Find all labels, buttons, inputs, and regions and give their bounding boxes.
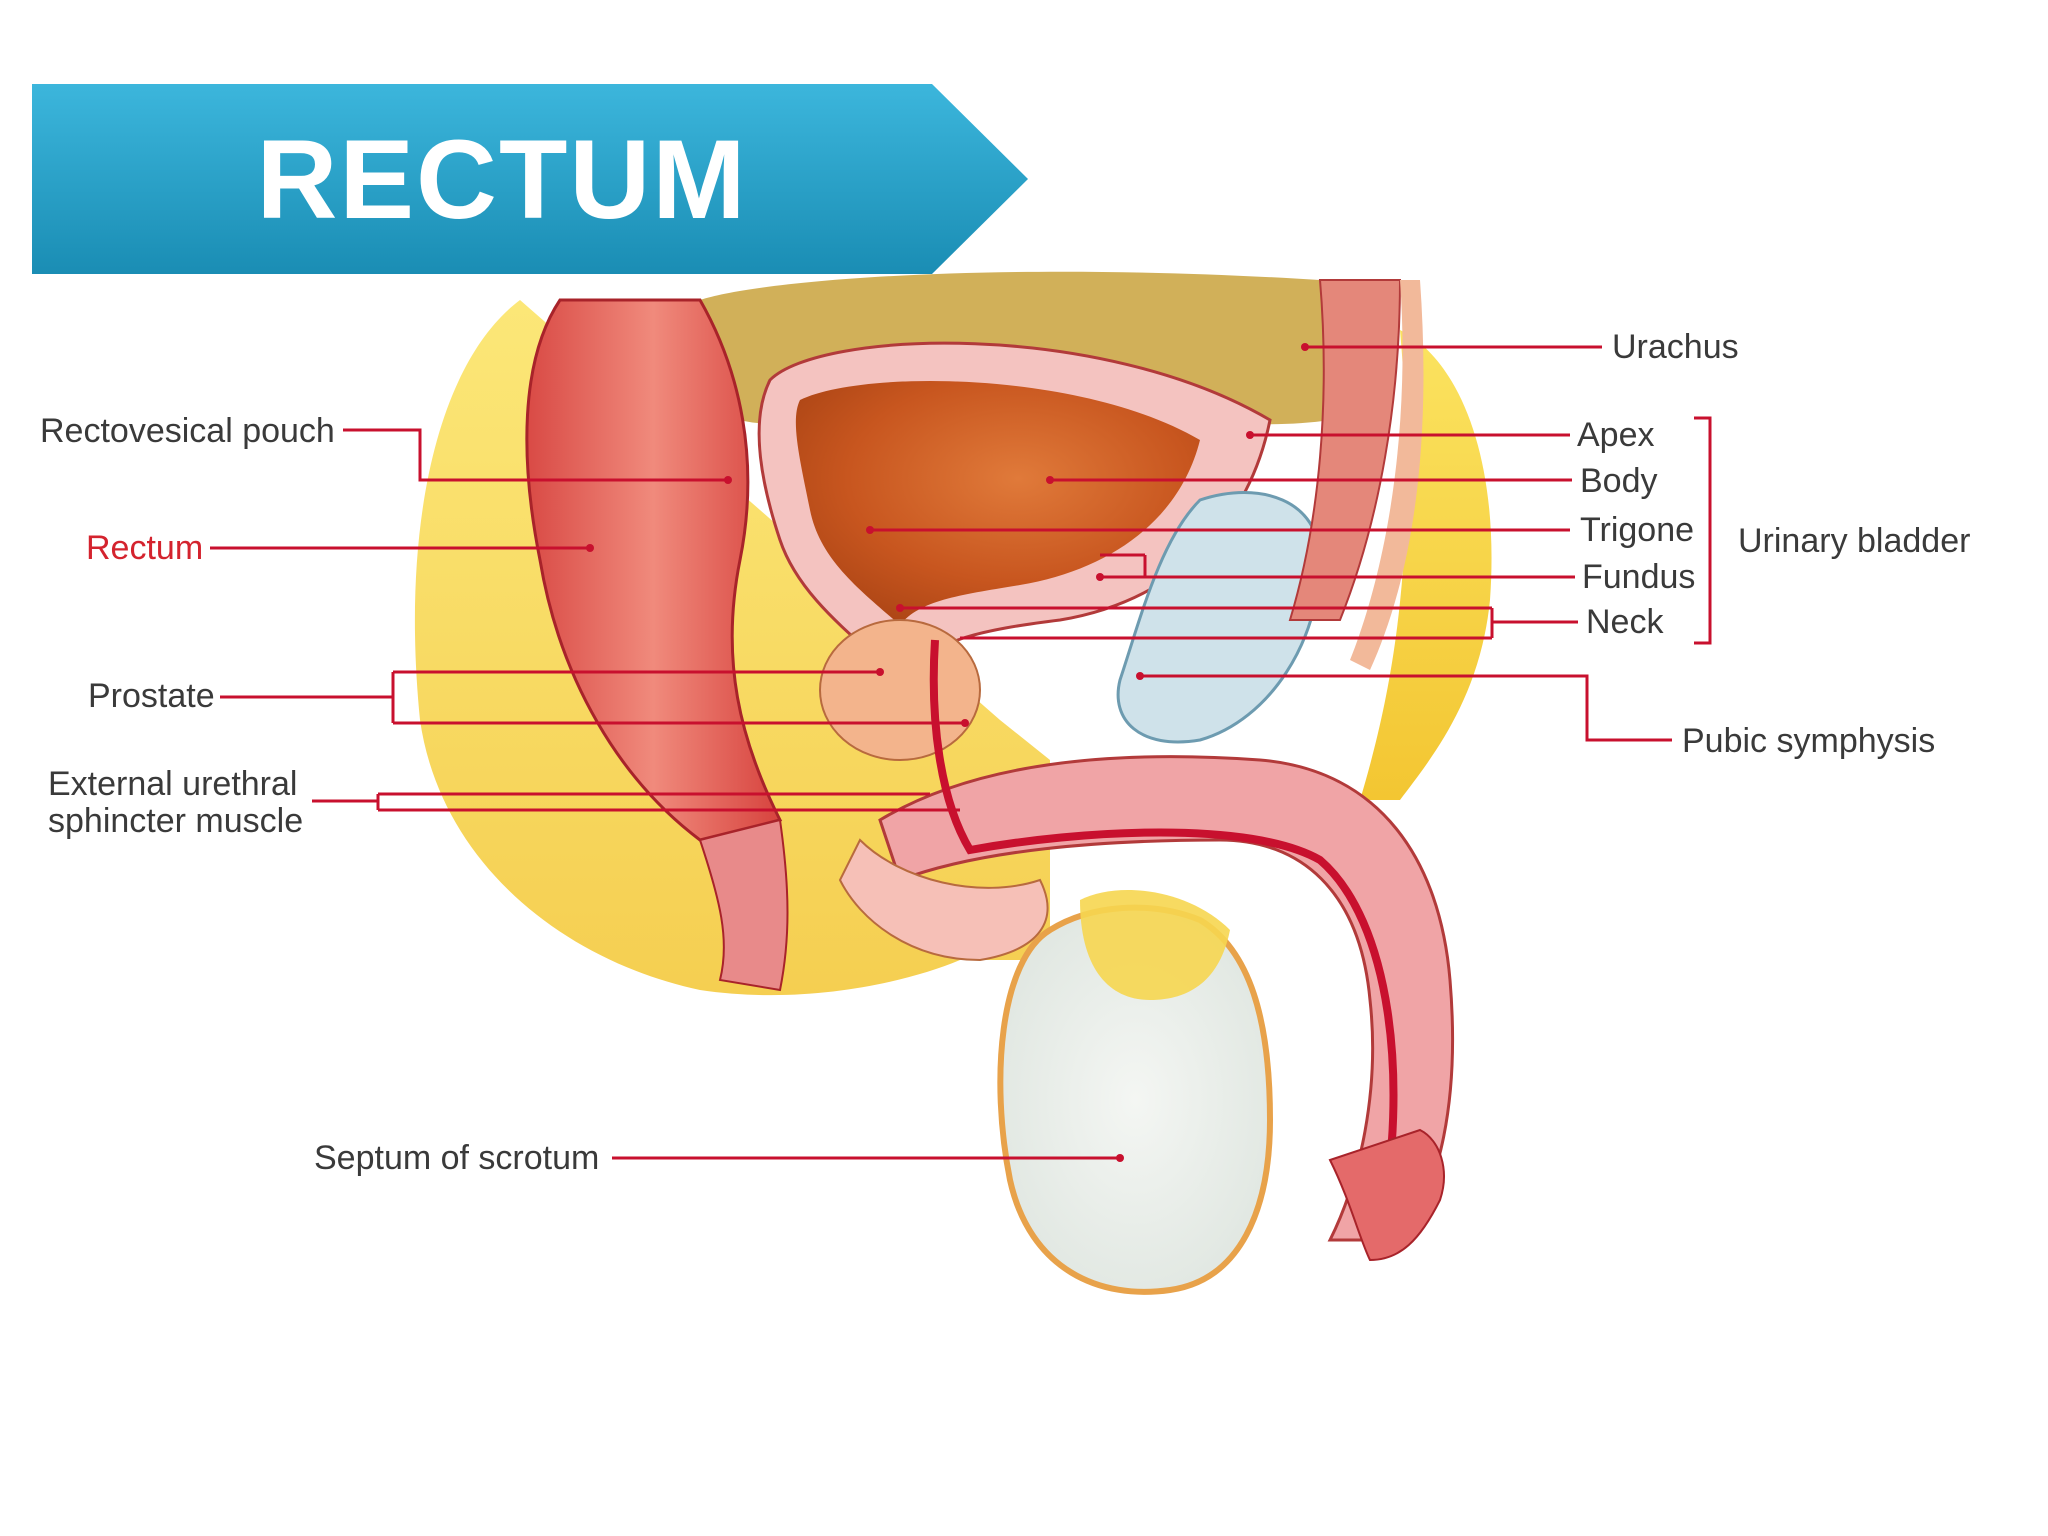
label-urachus: Urachus xyxy=(1612,328,1739,366)
label-urinary-bladder: Urinary bladder xyxy=(1738,522,1970,560)
urinary-bladder-bracket xyxy=(1694,418,1710,643)
label-body: Body xyxy=(1580,462,1658,500)
leader-rectovesical-pouch xyxy=(343,430,728,480)
title-banner: RECTUM xyxy=(32,84,1028,274)
label-prostate: Prostate xyxy=(88,677,215,715)
label-septum-of-scrotum: Septum of scrotum xyxy=(314,1139,599,1177)
page-title: RECTUM xyxy=(32,84,972,274)
label-fundus: Fundus xyxy=(1582,558,1695,596)
label-rectum: Rectum xyxy=(86,529,203,567)
label-rectovesical-pouch: Rectovesical pouch xyxy=(40,412,335,450)
label-apex: Apex xyxy=(1577,416,1655,454)
label-external-urethral-line2: sphincter muscle xyxy=(48,802,303,840)
label-pubic-symphysis: Pubic symphysis xyxy=(1682,722,1935,760)
leader-pubic-symphysis xyxy=(1140,676,1672,740)
label-trigone: Trigone xyxy=(1580,511,1694,549)
label-external-urethral-line1: External urethral xyxy=(48,765,297,803)
leader-fundus-bracket xyxy=(1100,555,1145,577)
label-neck: Neck xyxy=(1586,603,1663,641)
